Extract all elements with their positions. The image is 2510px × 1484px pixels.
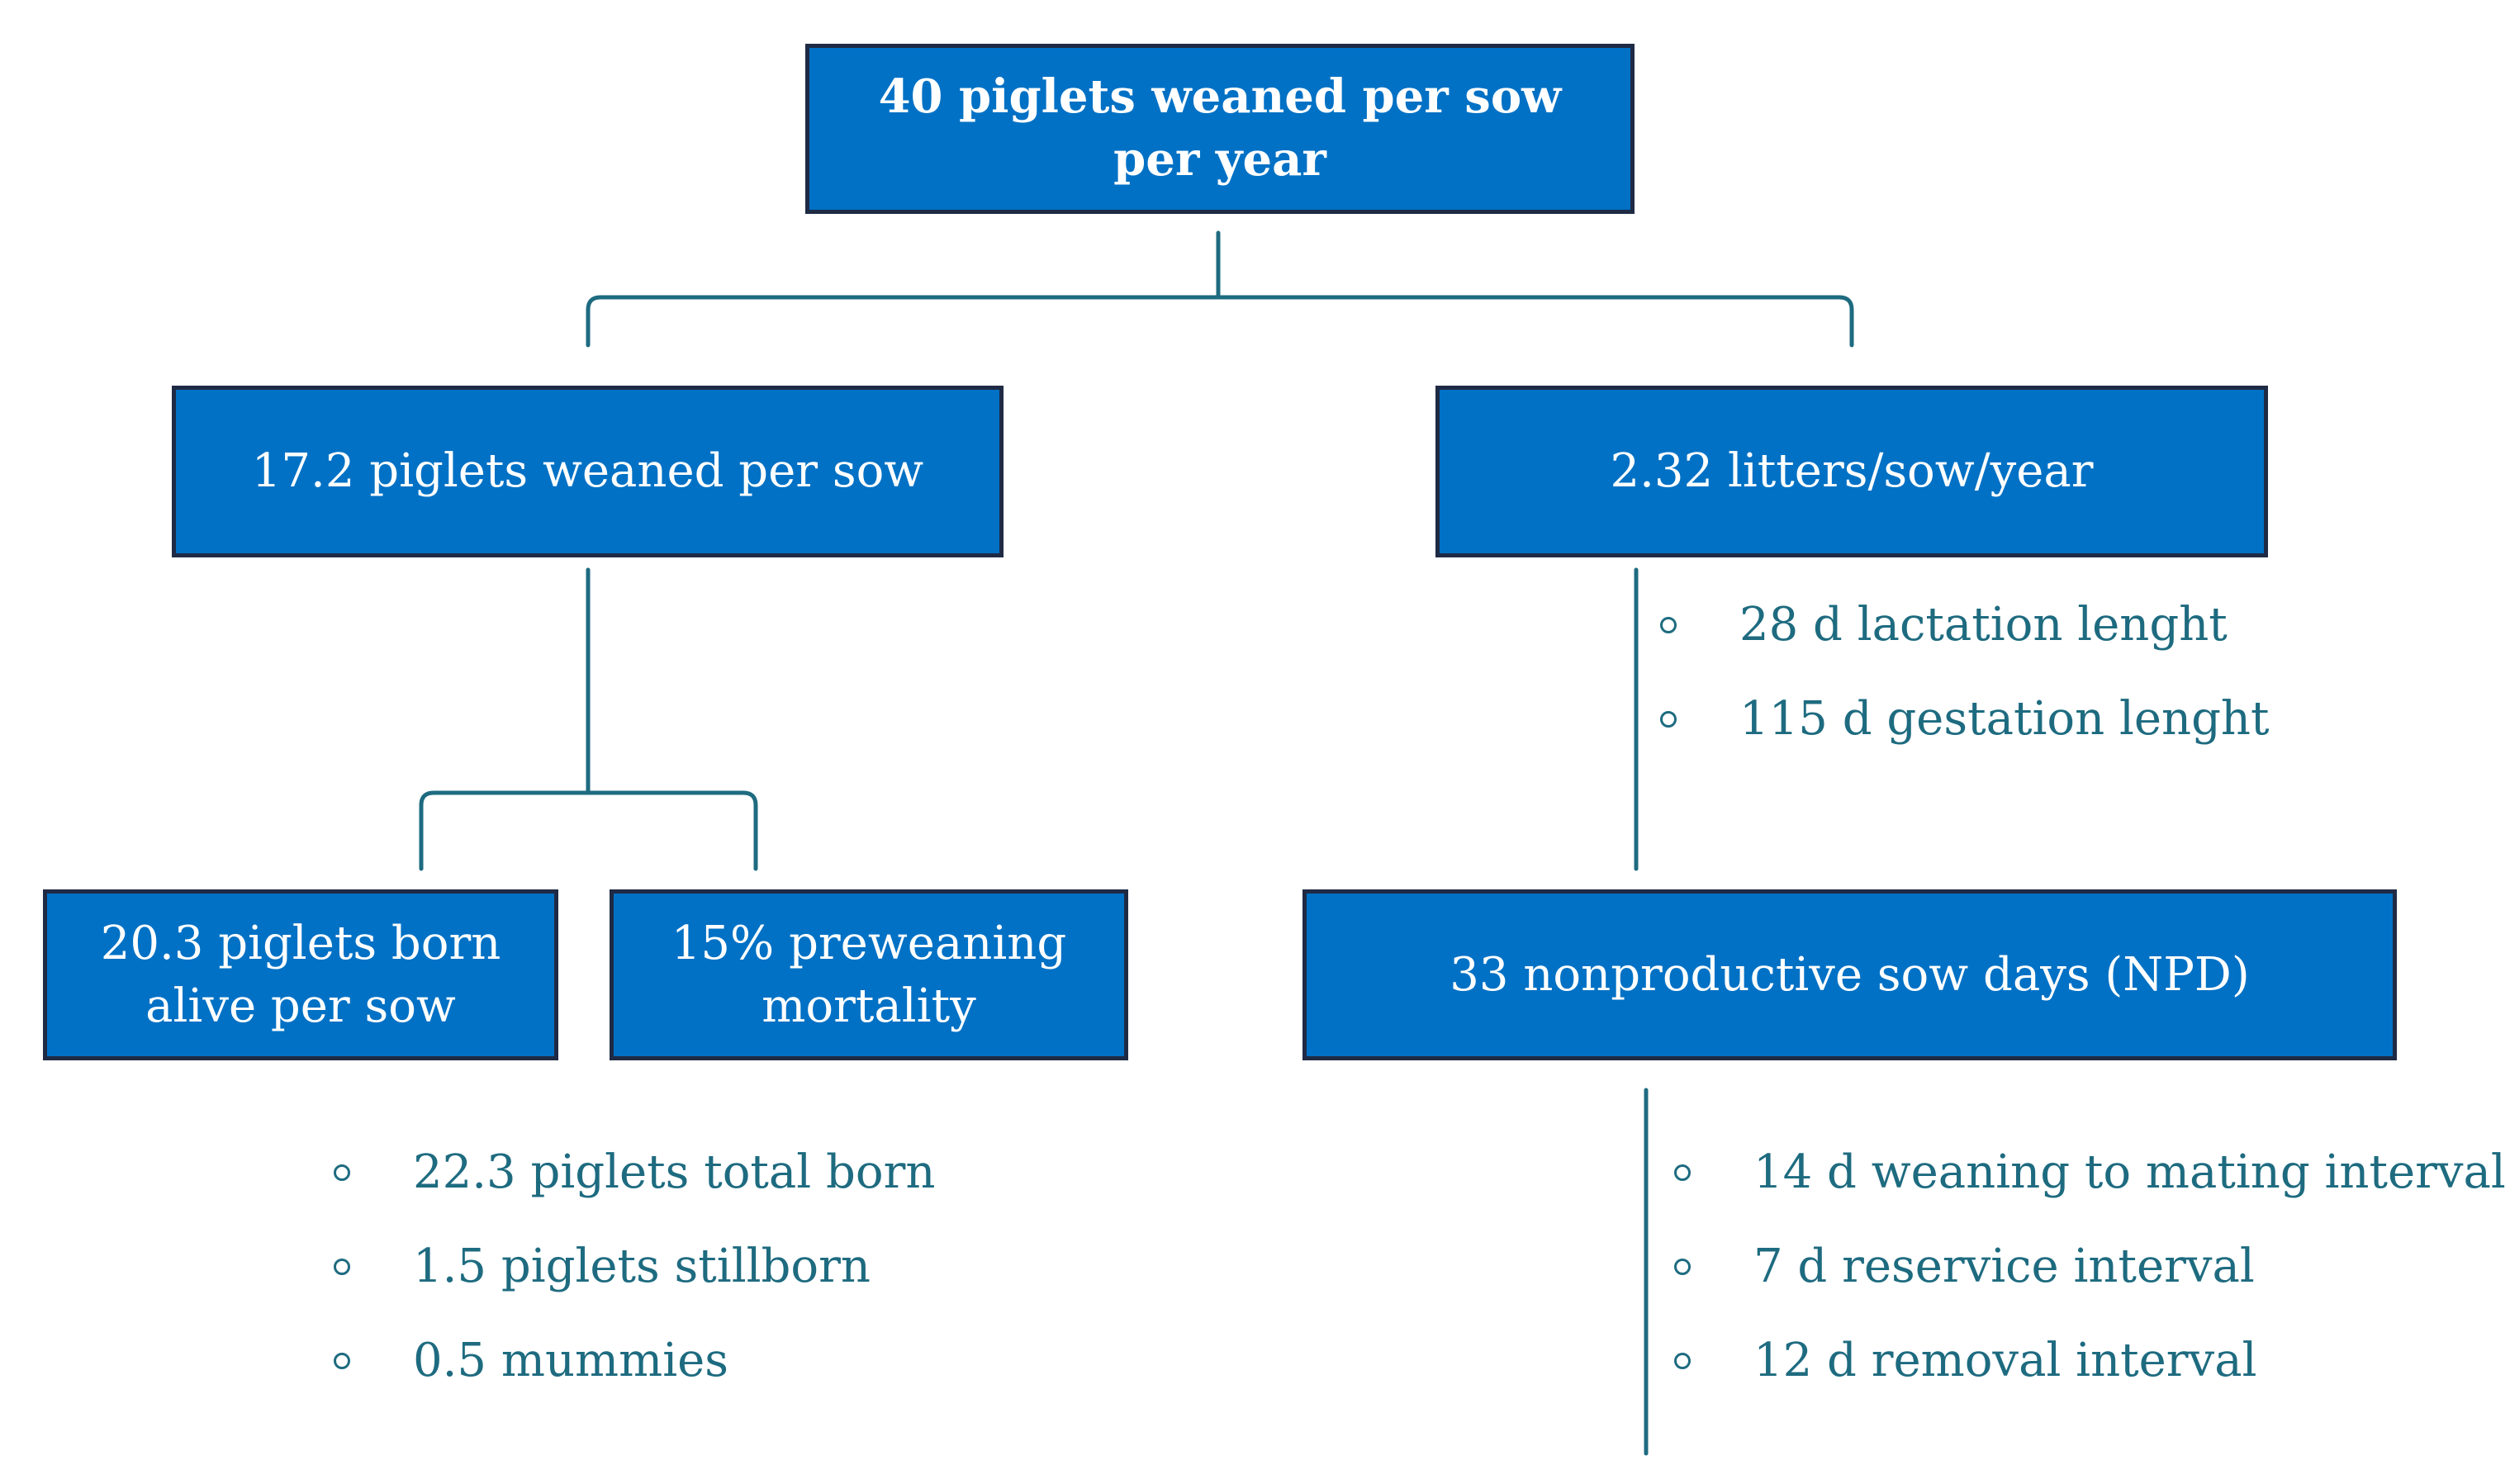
npd-detail-text: 7 d reservice interval xyxy=(1753,1240,2255,1293)
npd-detail-text: 12 d removal interval xyxy=(1753,1334,2257,1387)
node-piglets-weaned-per-sow: 17.2 piglets weaned per sow xyxy=(172,386,1004,557)
top-connector-bracket xyxy=(586,295,1854,348)
list-item: 22.3 piglets total born xyxy=(327,1126,935,1220)
list-item: 28 d lactation lenght xyxy=(1654,578,2269,672)
node-piglets-weaned-per-year: 40 piglets weaned per sow per year xyxy=(805,44,1635,214)
bullet-circle-icon xyxy=(334,1164,350,1181)
bullet-circle-icon xyxy=(1674,1259,1691,1275)
born-details-list: 22.3 piglets total born 1.5 piglets stil… xyxy=(327,1126,935,1408)
list-item: 14 d weaning to mating interval xyxy=(1668,1126,2506,1220)
list-item: 7 d reservice interval xyxy=(1668,1220,2506,1314)
list-item: 1.5 piglets stillborn xyxy=(327,1220,935,1314)
bullet-circle-icon xyxy=(1674,1164,1691,1181)
npd-detail-text: 14 d weaning to mating interval xyxy=(1753,1145,2506,1199)
node-litters-per-sow-per-year: 2.32 litters/sow/year xyxy=(1435,386,2268,557)
bullet-circle-icon xyxy=(334,1353,350,1369)
list-item: 12 d removal interval xyxy=(1668,1314,2506,1408)
list-item: 115 d gestation lenght xyxy=(1654,672,2269,766)
born-detail-text: 22.3 piglets total born xyxy=(413,1145,936,1199)
bullet-circle-icon xyxy=(1660,617,1677,633)
node-preweaning-mortality: 15% preweaning mortality xyxy=(610,889,1128,1060)
node-nonproductive-sow-days: 33 nonproductive sow days (NPD) xyxy=(1302,889,2397,1060)
left-connector-bracket xyxy=(419,790,758,871)
list-item: 0.5 mummies xyxy=(327,1314,935,1408)
node-piglets-born-alive: 20.3 piglets born alive per sow xyxy=(43,889,558,1060)
bullet-circle-icon xyxy=(334,1259,350,1275)
litter-detail-text: 28 d lactation lenght xyxy=(1739,598,2228,652)
litter-details-list: 28 d lactation lenght 115 d gestation le… xyxy=(1654,578,2269,766)
born-detail-text: 0.5 mummies xyxy=(413,1334,729,1387)
bullet-circle-icon xyxy=(1674,1353,1691,1369)
bullet-circle-icon xyxy=(1660,711,1677,728)
npd-details-list: 14 d weaning to mating interval 7 d rese… xyxy=(1668,1126,2506,1408)
litter-detail-text: 115 d gestation lenght xyxy=(1739,692,2270,746)
born-detail-text: 1.5 piglets stillborn xyxy=(413,1240,871,1293)
